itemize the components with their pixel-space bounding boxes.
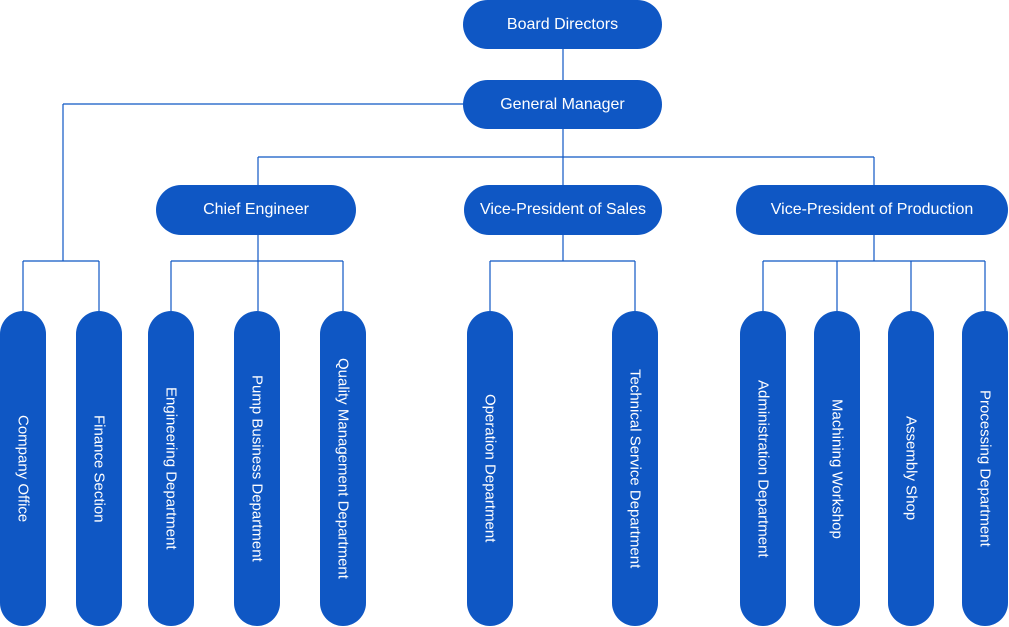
technical-service-department-label: Technical Service Department bbox=[626, 368, 644, 569]
technical-service-department-node: Technical Service Department bbox=[612, 311, 658, 626]
processing-department-node: Processing Department bbox=[962, 311, 1008, 626]
chief-engineer-label: Chief Engineer bbox=[203, 201, 309, 218]
machining-workshop-label: Machining Workshop bbox=[828, 398, 846, 539]
vp-production-label: Vice-President of Production bbox=[770, 201, 974, 218]
chief-engineer-node: Chief Engineer bbox=[156, 185, 356, 235]
administration-department-label: Administration Department bbox=[754, 379, 772, 558]
engineering-department-node: Engineering Department bbox=[148, 311, 194, 626]
general-manager-label: General Manager bbox=[500, 95, 625, 113]
pump-business-department-label: Pump Business Department bbox=[248, 375, 266, 562]
processing-department-label: Processing Department bbox=[976, 390, 994, 547]
company-office-label: Company Office bbox=[14, 414, 32, 523]
machining-workshop-node: Machining Workshop bbox=[814, 311, 860, 626]
company-office-node: Company Office bbox=[0, 311, 46, 626]
finance-section-label: Finance Section bbox=[90, 414, 108, 523]
finance-section-node: Finance Section bbox=[76, 311, 122, 626]
board-directors-label: Board Directors bbox=[506, 15, 619, 33]
quality-management-department-node: Quality Management Department bbox=[320, 311, 366, 626]
quality-management-department-label: Quality Management Department bbox=[334, 358, 352, 579]
assembly-shop-node: Assembly Shop bbox=[888, 311, 934, 626]
assembly-shop-label: Assembly Shop bbox=[902, 416, 920, 521]
administration-department-node: Administration Department bbox=[740, 311, 786, 626]
board-directors-node: Board Directors bbox=[463, 0, 662, 49]
engineering-department-label: Engineering Department bbox=[162, 387, 180, 550]
vp-production-node: Vice-President of Production bbox=[736, 185, 1008, 235]
operation-department-node: Operation Department bbox=[467, 311, 513, 626]
operation-department-label: Operation Department bbox=[481, 394, 499, 543]
pump-business-department-node: Pump Business Department bbox=[234, 311, 280, 626]
vp-sales-node: Vice-President of Sales bbox=[464, 185, 662, 235]
vp-sales-label: Vice-President of Sales bbox=[479, 201, 646, 218]
general-manager-node: General Manager bbox=[463, 80, 662, 129]
